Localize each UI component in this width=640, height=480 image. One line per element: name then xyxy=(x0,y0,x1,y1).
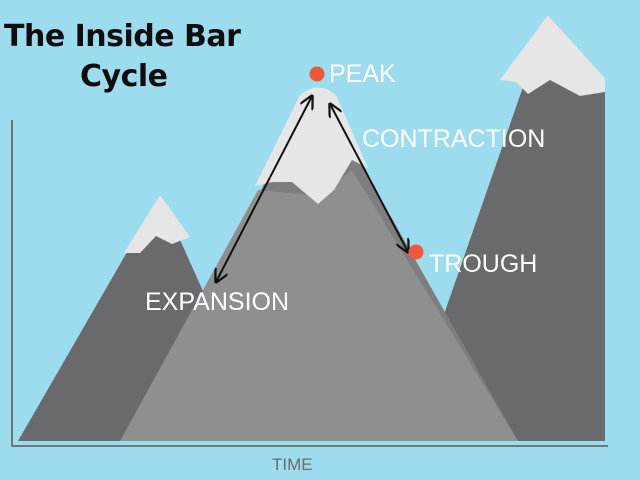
central-mountain-front-face xyxy=(120,170,518,441)
peak-marker xyxy=(309,66,325,82)
trough-marker xyxy=(408,244,424,260)
expansion-label: EXPANSION xyxy=(145,288,290,316)
expansion-arrow xyxy=(216,96,312,282)
contraction-label: CONTRACTION xyxy=(362,125,546,153)
peak-label: PEAK xyxy=(329,60,396,88)
contraction-arrow xyxy=(330,104,408,252)
title-line-2: Cycle xyxy=(80,59,168,94)
left-mountain-snowcap xyxy=(124,195,190,253)
title-line-1: The Inside Bar xyxy=(4,19,241,54)
x-axis-label: TIME xyxy=(272,455,313,474)
right-mountain-snowcap xyxy=(500,15,605,96)
trough-label: TROUGH xyxy=(429,250,538,278)
